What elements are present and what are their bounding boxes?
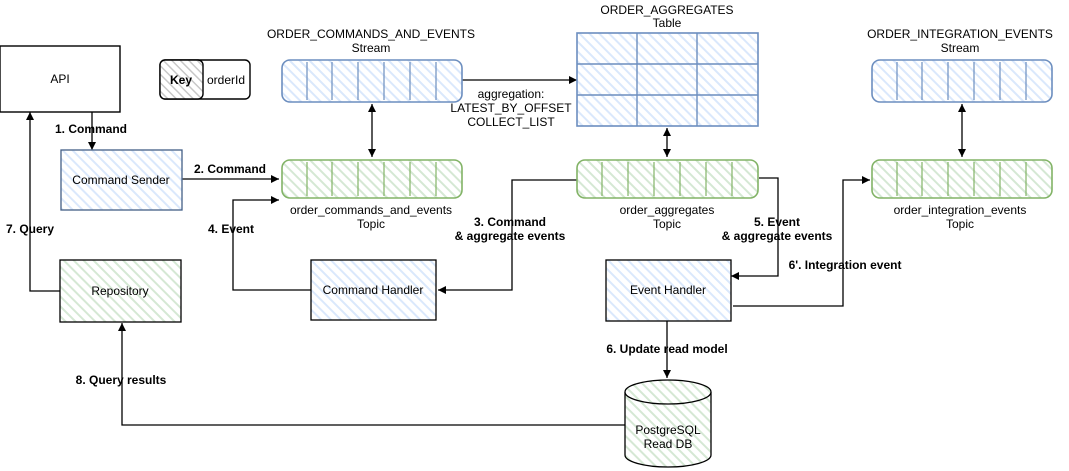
postgres-label-line1: PostgreSQL — [635, 423, 701, 437]
aggregation-label: aggregation: LATEST_BY_OFFSET COLLECT_LI… — [450, 87, 572, 129]
edge-label-6: 6. Update read model — [606, 342, 727, 356]
topic-commands-events-kind: Topic — [357, 217, 385, 231]
topic-integration-name: order_integration_events — [894, 203, 1027, 217]
aggregation-line2: LATEST_BY_OFFSET — [450, 101, 572, 115]
edge-label-3a: 3. Command — [474, 215, 546, 229]
api-box: API — [0, 45, 121, 113]
edge-6p-integration-event — [733, 176, 870, 307]
topic-commands-events-name: order_commands_and_events — [290, 203, 452, 217]
repository-label: Repository — [91, 284, 148, 298]
edge-7-query — [26, 112, 60, 292]
edge-label-8: 8. Query results — [76, 373, 167, 387]
edge-label-2: 2. Command — [194, 162, 266, 176]
aggregation-line3: COLLECT_LIST — [467, 115, 555, 129]
command-handler-box: Command Handler — [310, 259, 437, 321]
event-handler-label: Event Handler — [630, 283, 706, 297]
stream-integration-kind: Stream — [941, 41, 980, 55]
stream-commands-events-name: ORDER_COMMANDS_AND_EVENTS — [267, 27, 475, 41]
key-label: Key — [170, 73, 192, 87]
command-sender-label: Command Sender — [72, 173, 169, 187]
edge-label-5a: 5. Event — [754, 215, 800, 229]
event-handler-box: Event Handler — [605, 259, 732, 322]
key-legend: Key orderId — [159, 59, 251, 100]
topic-order-aggregates: order_aggregates Topic — [576, 159, 759, 231]
command-handler-label: Command Handler — [323, 283, 424, 297]
topic-aggregates-name: order_aggregates — [620, 203, 715, 217]
edge-label-1: 1. Command — [55, 122, 127, 136]
edge-label-5b: & aggregate events — [722, 229, 833, 243]
edge-label-6p: 6'. Integration event — [789, 258, 902, 272]
edge-3-command-aggregate-events — [438, 179, 577, 294]
aggregation-line1: aggregation: — [478, 87, 545, 101]
postgres-label-line2: Read DB — [644, 437, 693, 451]
topic-integration-kind: Topic — [946, 217, 974, 231]
stream-commands-events-kind: Stream — [352, 41, 391, 55]
postgres-db: PostgreSQL Read DB — [624, 379, 712, 468]
table-order-aggregates: ORDER_AGGREGATES Table — [576, 3, 759, 127]
edge-4-event — [232, 196, 311, 291]
edge-label-4: 4. Event — [208, 222, 254, 236]
repository-box: Repository — [59, 259, 182, 323]
edges — [26, 76, 966, 426]
topic-order-integration-events: order_integration_events Topic — [871, 159, 1053, 231]
command-sender-box: Command Sender — [60, 149, 183, 211]
table-aggregates-kind: Table — [653, 16, 682, 30]
key-value: orderId — [207, 73, 245, 87]
api-label: API — [50, 72, 69, 86]
topic-order-commands-and-events: order_commands_and_events Topic — [281, 159, 463, 231]
edge-label-7: 7. Query — [6, 222, 54, 236]
stream-order-commands-and-events: ORDER_COMMANDS_AND_EVENTS Stream — [267, 27, 475, 103]
stream-order-integration-events: ORDER_INTEGRATION_EVENTS Stream — [867, 27, 1053, 103]
edge-label-3b: & aggregate events — [455, 229, 566, 243]
topic-aggregates-kind: Topic — [653, 217, 681, 231]
table-aggregates-name: ORDER_AGGREGATES — [600, 3, 733, 17]
edge-8-query-results — [118, 323, 625, 426]
edge-5-event-aggregate-events — [731, 177, 779, 280]
stream-integration-name: ORDER_INTEGRATION_EVENTS — [867, 27, 1053, 41]
